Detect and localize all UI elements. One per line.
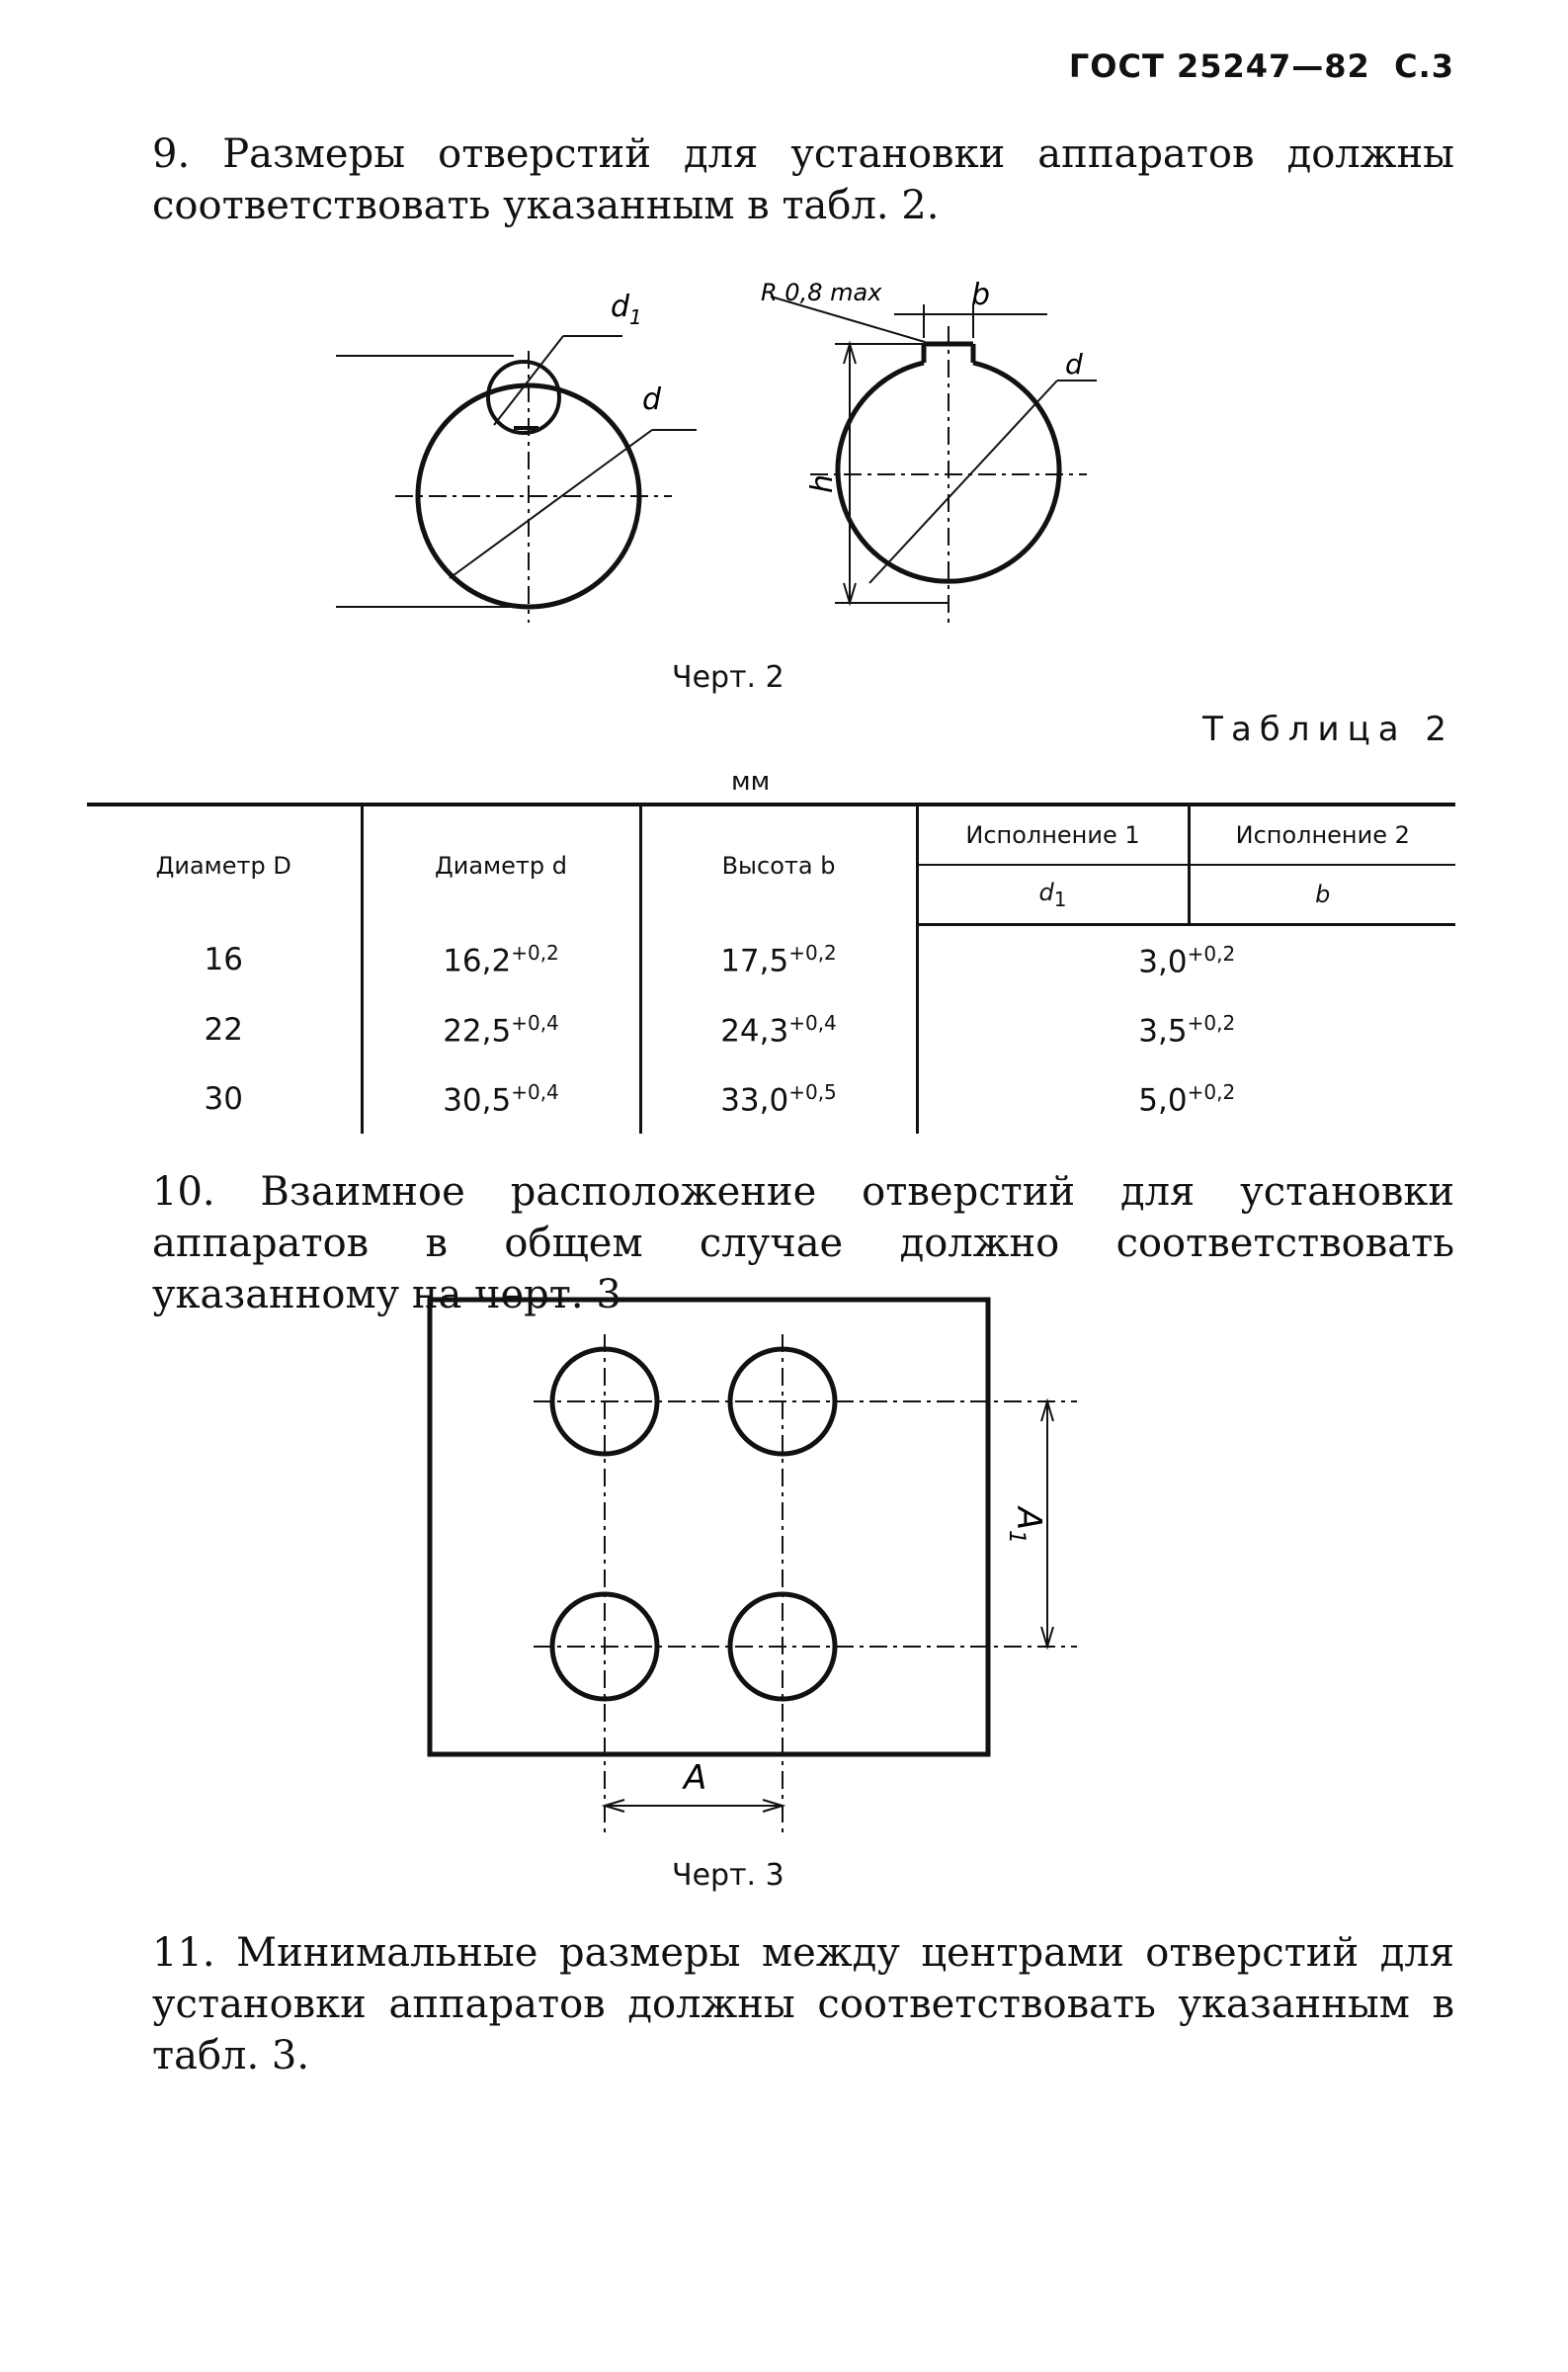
table-row: 16 16,2+0,2 17,5+0,2 3,0+0,2 xyxy=(87,924,1455,995)
header-height-b: Высота b xyxy=(640,803,919,925)
mounting-plate xyxy=(427,1297,991,1757)
paragraph-10: 10. Взаимное расположение отверстий для … xyxy=(152,1169,1454,1317)
paragraph-9: 9. Размеры отверстий для установки аппар… xyxy=(152,131,1454,228)
label-d-right: d xyxy=(1065,348,1083,381)
table-2-units: мм xyxy=(731,767,771,797)
header-diameter-d: Диаметр d xyxy=(362,803,642,925)
page-header: ГОСТ 25247—82 С.3 xyxy=(1069,47,1454,85)
label-d1: d xyxy=(611,290,630,324)
svg-text:1: 1 xyxy=(1004,1530,1029,1544)
header-diameter-D: Диаметр D xyxy=(87,803,364,925)
paragraph-11: 11. Минимальные размеры между центрами о… xyxy=(152,1930,1454,2078)
figure-3-caption: Черт. 3 xyxy=(672,1858,784,1893)
standard-code: ГОСТ 25247—82 xyxy=(1068,47,1370,85)
label-d-left: d xyxy=(642,382,662,417)
subheader-d1: d1 xyxy=(917,865,1191,926)
table-2-title: Таблица 2 xyxy=(1202,710,1454,749)
table-row: 22 22,5+0,4 24,3+0,4 3,5+0,2 xyxy=(87,995,1455,1064)
header-execution-1: Исполнение 1 xyxy=(917,803,1191,866)
label-A1: A xyxy=(1009,1505,1048,1530)
table-row: 30 30,5+0,4 33,0+0,5 5,0+0,2 xyxy=(87,1064,1455,1134)
header-execution-2: Исполнение 2 xyxy=(1189,803,1455,866)
label-radius: R 0,8 max xyxy=(761,279,882,306)
figure-3-drawing: A A 1 xyxy=(427,1297,1077,1833)
page-number: С.3 xyxy=(1394,47,1454,85)
label-b: b xyxy=(971,278,990,312)
table-2: Диаметр D Диаметр d Высота b Исполнение … xyxy=(87,803,1455,1134)
label-h-right: h xyxy=(805,474,840,493)
figure-2-caption: Черт. 2 xyxy=(672,660,784,695)
label-A: A xyxy=(682,1758,706,1798)
svg-text:1: 1 xyxy=(629,305,642,329)
key-hole-circle xyxy=(486,360,561,435)
subheader-b: b xyxy=(1189,865,1455,926)
figure-2-drawing: d 1 d h R 0,8 max b d h xyxy=(336,278,1097,623)
keyed-hole-outline xyxy=(835,360,1062,584)
